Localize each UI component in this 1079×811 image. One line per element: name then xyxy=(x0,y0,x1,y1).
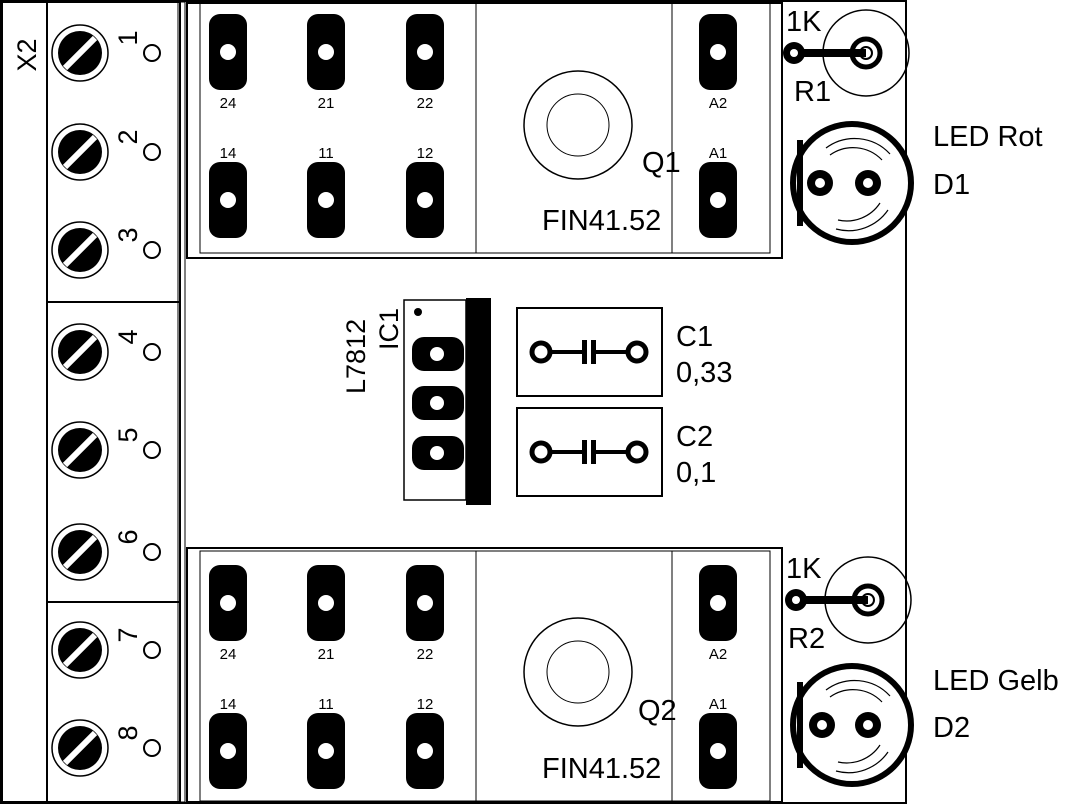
regulator-designator: IC1 xyxy=(374,308,404,350)
relay-pin-label: A1 xyxy=(709,145,727,162)
screw-icon xyxy=(52,25,108,81)
resistor-r1: 1K R1 xyxy=(783,6,910,108)
relay-pad xyxy=(406,713,444,789)
led-d1-designator: D1 xyxy=(933,169,970,201)
screw-icon xyxy=(52,720,108,776)
terminal-pin-number: 5 xyxy=(113,427,143,442)
relay-pad xyxy=(307,162,345,238)
relay-pin-label: 24 xyxy=(220,646,237,663)
capacitor-c2-designator: C2 xyxy=(676,421,713,453)
led-d1: LED Rot D1 xyxy=(790,121,1043,245)
relay-pin-label: A2 xyxy=(709,646,727,663)
relay-pin-label: A1 xyxy=(709,696,727,713)
terminal-6: 6 xyxy=(52,524,161,580)
relay-pad xyxy=(307,565,345,641)
terminal-1: 1 xyxy=(52,25,161,81)
relay-pad xyxy=(699,162,737,238)
relay-pad xyxy=(406,162,444,238)
resistor-r2-designator: R2 xyxy=(788,623,825,655)
relay-q1-designator: Q1 xyxy=(642,147,681,179)
resistor-r2-value: 1K xyxy=(786,553,822,585)
relay-q2-part: FIN41.52 xyxy=(542,753,661,785)
led-d1-label: LED Rot xyxy=(933,121,1043,153)
connector-label: X2 xyxy=(12,38,42,71)
relay-pin-label: 14 xyxy=(220,696,237,713)
terminal-8: 8 xyxy=(52,720,161,776)
led-d2-label: LED Gelb xyxy=(933,665,1059,697)
led-d2-designator: D2 xyxy=(933,712,970,744)
screw-icon xyxy=(52,222,108,278)
terminal-pin-number: 4 xyxy=(113,329,143,344)
relay-pad xyxy=(307,14,345,90)
relay-pin-label: 22 xyxy=(417,95,434,112)
relay-pad xyxy=(209,713,247,789)
terminal-pin-number: 2 xyxy=(113,129,143,144)
screw-icon xyxy=(52,324,108,380)
connector-x2: X2 1 2 3 4 5 6 7 8 xyxy=(1,1,186,803)
regulator-part: L7812 xyxy=(341,319,371,394)
relay-pad xyxy=(699,565,737,641)
relay-pad xyxy=(307,713,345,789)
relay-pad xyxy=(209,162,247,238)
relay-q2-mount-hole xyxy=(523,617,633,727)
relay-pin-label: 12 xyxy=(417,696,434,713)
led-d2: LED Gelb D2 xyxy=(790,663,1059,787)
relay-pad xyxy=(406,565,444,641)
screw-icon xyxy=(52,524,108,580)
relay-pin-label: 12 xyxy=(417,145,434,162)
relay-pad xyxy=(699,14,737,90)
resistor-r2: 1K R2 xyxy=(785,553,912,655)
screw-icon xyxy=(52,622,108,678)
relay-pin-label: 24 xyxy=(220,95,237,112)
screw-icon xyxy=(52,124,108,180)
relay-pin-label: 21 xyxy=(318,646,335,663)
relay-pin-label: 21 xyxy=(318,95,335,112)
relay-pad xyxy=(209,565,247,641)
capacitor-c1-value: 0,33 xyxy=(676,357,732,389)
terminal-2: 2 xyxy=(52,124,161,180)
terminal-pin-number: 1 xyxy=(113,30,143,45)
regulator-ic1: L7812 IC1 xyxy=(341,298,491,505)
terminal-4: 4 xyxy=(52,324,161,380)
relay-pad xyxy=(209,14,247,90)
resistor-r1-designator: R1 xyxy=(794,76,831,108)
relay-q1-part: FIN41.52 xyxy=(542,205,661,237)
relay-q1-mount-hole xyxy=(523,70,633,180)
terminal-pin-number: 6 xyxy=(113,529,143,544)
relay-pin-label: A2 xyxy=(709,95,727,112)
relay-pin-label: 11 xyxy=(318,145,334,162)
terminal-5: 5 xyxy=(52,422,161,478)
screw-icon xyxy=(52,422,108,478)
relay-pin-label: 14 xyxy=(220,145,237,162)
capacitor-c2-value: 0,1 xyxy=(676,457,716,489)
resistor-r1-value: 1K xyxy=(786,6,822,38)
relay-pin-label: 22 xyxy=(417,646,434,663)
terminal-pin-number: 7 xyxy=(113,627,143,642)
capacitor-c2: C2 0,1 xyxy=(516,407,716,497)
terminal-pin-number: 8 xyxy=(113,725,143,740)
capacitor-c1-designator: C1 xyxy=(676,321,713,353)
relay-pad xyxy=(699,713,737,789)
relay-pin-label: 11 xyxy=(318,696,334,713)
relay-pad xyxy=(406,14,444,90)
terminal-3: 3 xyxy=(52,222,161,278)
terminal-pin-number: 3 xyxy=(113,227,143,242)
capacitor-c1: C1 0,33 xyxy=(516,307,732,397)
relay-q2-designator: Q2 xyxy=(638,695,677,727)
terminal-7: 7 xyxy=(52,622,161,678)
